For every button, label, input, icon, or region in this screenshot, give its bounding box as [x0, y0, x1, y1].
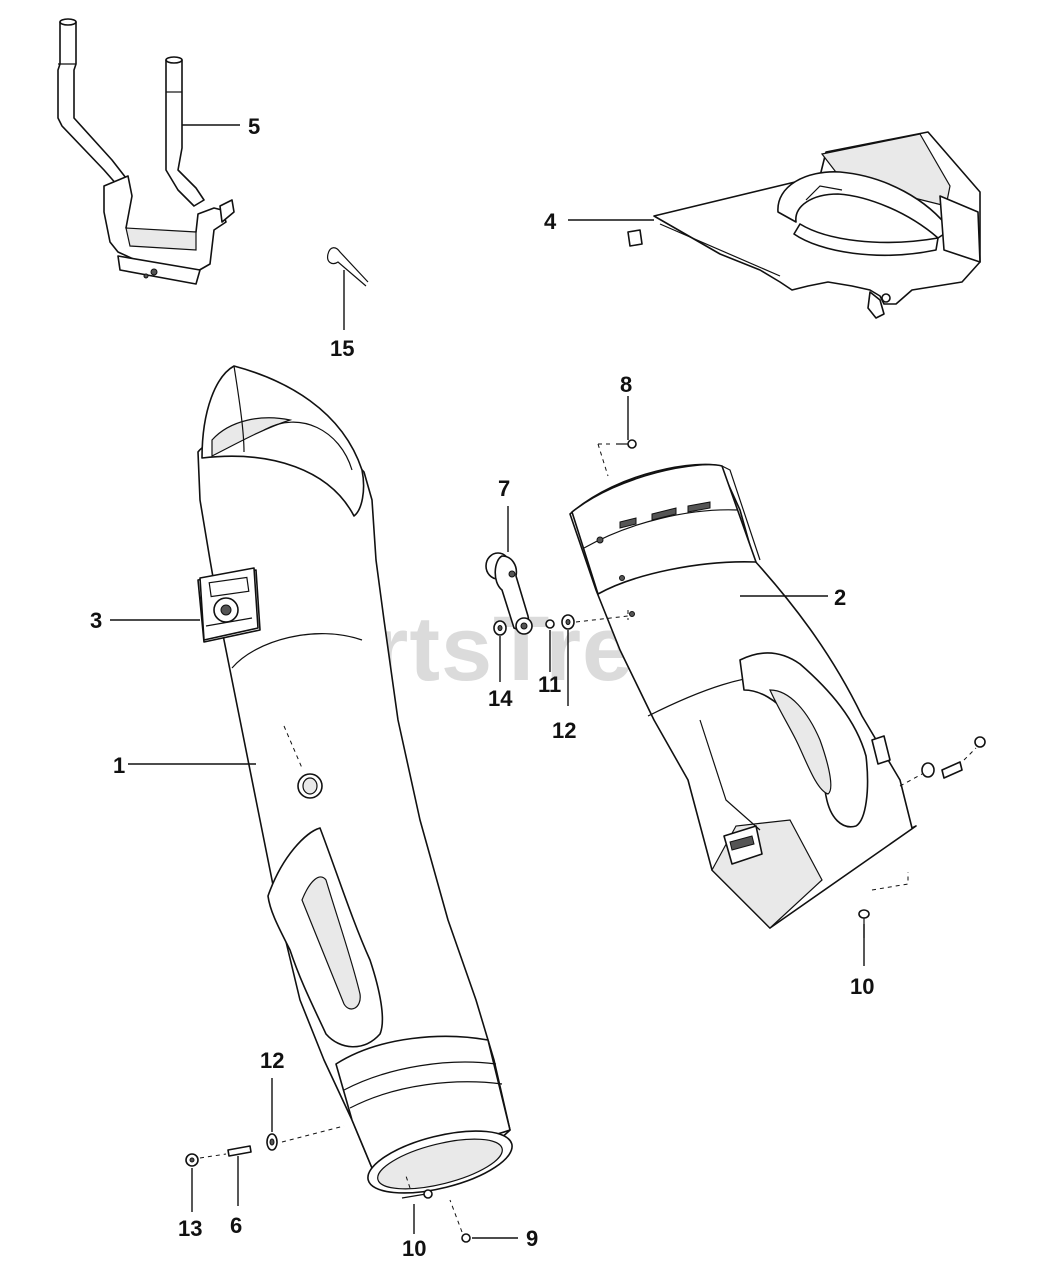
callout-12b[interactable]: 12 — [260, 1048, 284, 1073]
part-9-screw[interactable] — [461, 1233, 471, 1243]
dash-9 — [449, 1199, 463, 1233]
callout-12a[interactable]: 12 — [552, 718, 576, 743]
callout-1[interactable]: 1 — [113, 753, 125, 778]
callout-14[interactable]: 14 — [488, 686, 513, 711]
part-4-discharge-guard[interactable] — [627, 131, 981, 319]
part-3-decal[interactable] — [199, 567, 259, 641]
part-1-lower-blower-tube[interactable] — [197, 365, 518, 1205]
part-15-cotter-pin[interactable] — [327, 247, 369, 287]
callout-10b[interactable]: 10 — [850, 974, 874, 999]
part-12-washer-lower[interactable] — [266, 1133, 278, 1151]
dash-12b — [281, 1125, 345, 1143]
callout-7[interactable]: 7 — [498, 476, 510, 501]
part-8-screw[interactable] — [616, 439, 637, 449]
part-12-washer-upper[interactable] — [561, 614, 575, 630]
callout-15[interactable]: 15 — [330, 336, 354, 361]
callout-5[interactable]: 5 — [248, 114, 260, 139]
part-2-upper-blower-tube[interactable] — [569, 463, 917, 929]
part-10-screw-bottom[interactable] — [401, 1189, 433, 1199]
dash-10b — [871, 872, 909, 891]
part-6-pin[interactable] — [227, 1145, 252, 1157]
callout-2[interactable]: 2 — [834, 585, 846, 610]
callout-8[interactable]: 8 — [620, 372, 632, 397]
part-11-nut[interactable] — [545, 619, 555, 629]
tube2-side-hardware[interactable] — [921, 736, 986, 779]
dash-8 — [597, 443, 614, 477]
part-13-nut[interactable] — [185, 1153, 199, 1167]
part-7-lever[interactable] — [485, 552, 533, 635]
dash-10a — [405, 1175, 411, 1189]
part-14-washer[interactable] — [493, 620, 507, 636]
dash-side-hardware — [899, 747, 977, 787]
callout-3[interactable]: 3 — [90, 608, 102, 633]
callout-6[interactable]: 6 — [230, 1213, 242, 1238]
part-5-handle-bracket[interactable] — [57, 18, 235, 285]
callout-13[interactable]: 13 — [178, 1216, 202, 1241]
dash-lever-assembly — [575, 610, 629, 623]
dash-13 — [199, 1153, 227, 1159]
callout-10a[interactable]: 10 — [402, 1236, 426, 1261]
callout-9[interactable]: 9 — [526, 1226, 538, 1251]
callout-11[interactable]: 11 — [538, 672, 561, 697]
callout-4[interactable]: 4 — [544, 209, 557, 234]
